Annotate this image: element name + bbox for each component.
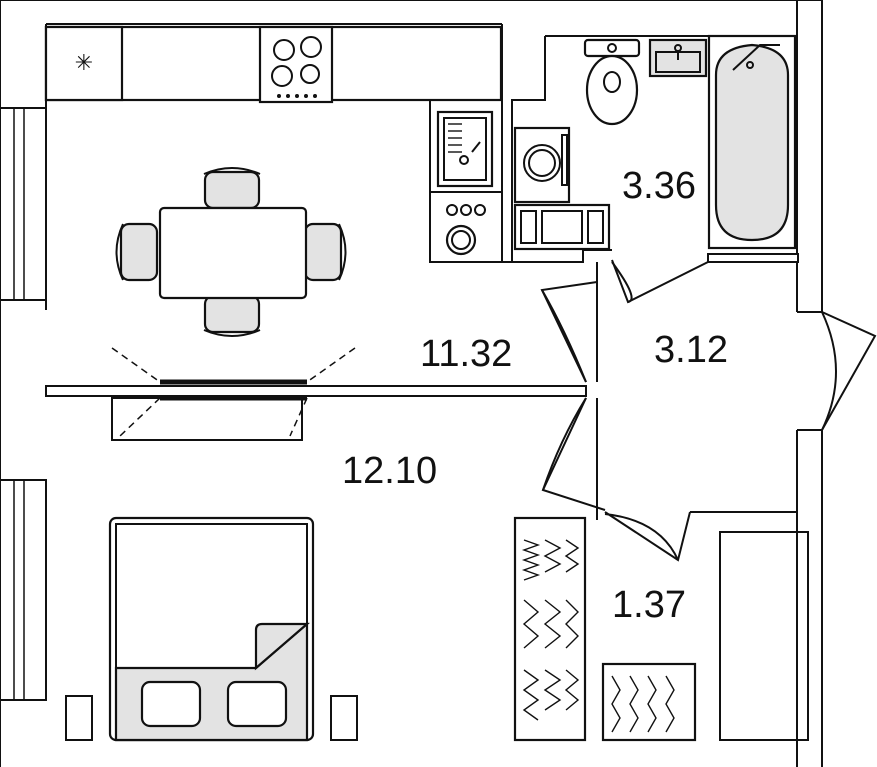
window-left-upper	[0, 107, 47, 301]
toilet-icon	[583, 38, 641, 126]
tv-projection	[111, 347, 356, 441]
bathroom-door	[611, 253, 799, 304]
washing-machine-icon	[513, 126, 571, 204]
closet-door	[604, 511, 691, 562]
bedroom-area-label: 12.10	[342, 450, 437, 492]
hob-icon	[445, 204, 486, 256]
washbasin-icon	[648, 38, 708, 78]
partition-wall	[45, 385, 587, 397]
closet-area-label: 1.37	[612, 584, 686, 626]
entrance-door	[821, 311, 877, 431]
dining-table	[115, 167, 347, 337]
bathroom	[501, 24, 797, 263]
wardrobe-hallway	[513, 516, 587, 742]
bathroom-area-label: 3.36	[622, 165, 696, 207]
bath-cabinet-icon	[513, 203, 611, 251]
kitchen-area-label: 11.32	[420, 333, 512, 375]
bathtub-icon	[707, 34, 797, 250]
wardrobe-closet	[601, 662, 697, 742]
hallway-area-label: 3.12	[654, 329, 728, 371]
window-left-lower	[0, 479, 47, 701]
hallway-walls	[596, 262, 822, 741]
hallway-door-lower	[541, 397, 606, 511]
sink-icon	[436, 110, 494, 188]
snowflake-icon: ✳	[75, 51, 93, 76]
bed	[65, 516, 358, 742]
hallway-door-upper	[540, 281, 598, 383]
kitchen-counter: ✳	[44, 25, 503, 104]
cooktop-icon	[258, 25, 334, 104]
kitchen-side-counter	[429, 100, 503, 263]
